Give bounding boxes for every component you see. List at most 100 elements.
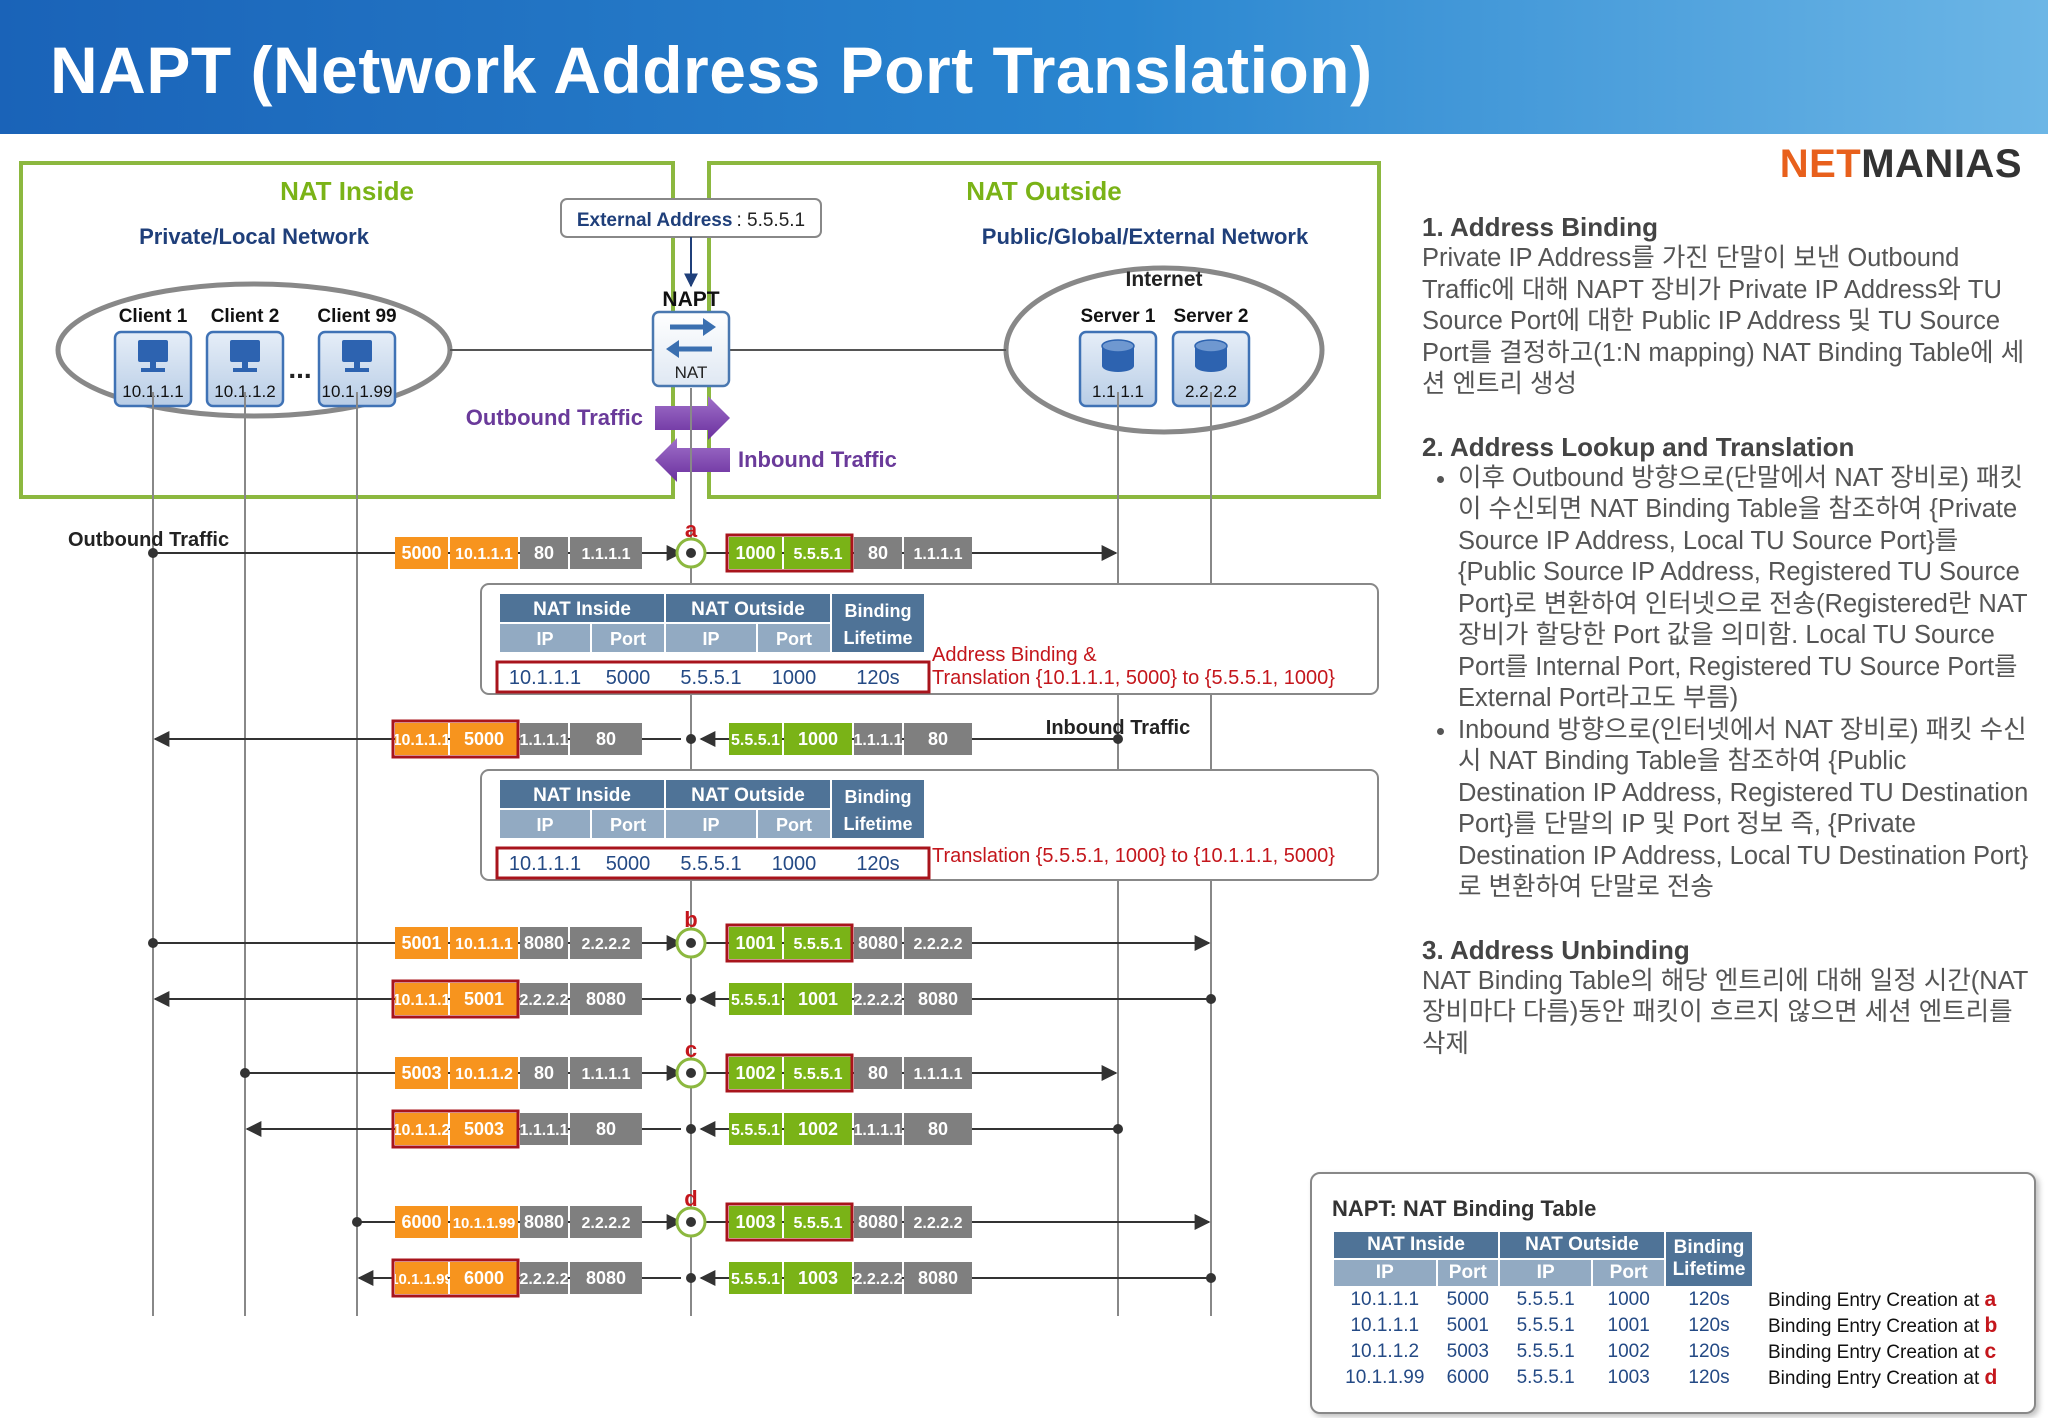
header-field xyxy=(450,537,518,569)
header-field-value: 5001 xyxy=(401,933,441,953)
outbound-arrow-icon xyxy=(655,396,730,440)
header-field xyxy=(395,1206,448,1238)
mini-table-header-text: NAT Inside xyxy=(533,785,631,806)
client-name: Client 1 xyxy=(119,306,188,327)
header-field-value: 10.1.1.1 xyxy=(393,992,451,1009)
header-field xyxy=(784,1206,852,1238)
binding-table-cell: 1002 xyxy=(1607,1341,1650,1362)
translated-field-highlight xyxy=(391,1258,520,1298)
flow-origin-dot xyxy=(1113,1124,1123,1134)
section-2-title: 2. Address Lookup and Translation xyxy=(1422,431,1855,462)
header-field-value: 10.1.1.2 xyxy=(393,1122,451,1139)
header-field-value: 1003 xyxy=(798,1268,838,1288)
header-field xyxy=(395,723,448,755)
translated-field-highlight xyxy=(725,533,854,573)
header-field-value: 5.5.5.1 xyxy=(794,546,843,563)
header-field-value: 80 xyxy=(534,1063,554,1083)
flow-origin-dot xyxy=(148,548,158,558)
header-field xyxy=(570,1262,642,1294)
header-field xyxy=(395,927,448,959)
header-field xyxy=(784,927,852,959)
header-field xyxy=(520,1206,568,1238)
mini-table-subheader xyxy=(592,624,664,652)
header-field-value: 2.2.2.2 xyxy=(582,936,631,953)
binding-table-cell: 5003 xyxy=(1446,1341,1489,1362)
section-3-body: NAT Binding Table의 해당 엔트리에 대해 일정 시간(NAT … xyxy=(1422,966,2028,1058)
header-field-value: 10.1.1.1 xyxy=(455,936,513,953)
mini-table-subheader xyxy=(592,810,664,838)
bt-header-outside-port: Port xyxy=(1593,1260,1664,1286)
header-field xyxy=(570,1113,642,1145)
header-field xyxy=(450,927,518,959)
client-name: Client 99 xyxy=(317,306,396,327)
mini-table-header-text: NAT Inside xyxy=(533,599,631,620)
mini-table-subheader xyxy=(500,810,590,838)
bt-header-binding: Binding xyxy=(1673,1237,1745,1258)
bt-header-inside-port: Port xyxy=(1437,1260,1498,1286)
header-field-value: 5003 xyxy=(401,1063,441,1083)
header-field xyxy=(570,1206,642,1238)
section-3-title: 3. Address Unbinding xyxy=(1422,934,1690,965)
napt-diagram: NAT Inside NAT Outside Private/Local Net… xyxy=(19,161,1381,1316)
binding-table-cell: 10.1.1.1 xyxy=(1350,1289,1420,1310)
binding-entry-marker: a xyxy=(1984,1288,1997,1311)
header-field xyxy=(729,1113,782,1145)
header-field-value: 2.2.2.2 xyxy=(914,936,963,953)
mini-table-header-text: NAT Outside xyxy=(691,599,805,620)
binding-table-cell: 5.5.5.1 xyxy=(1516,1315,1575,1336)
header-field xyxy=(784,1057,852,1089)
mini-table-note: Address Binding & xyxy=(932,644,1097,666)
header-field-value: 10.1.1.1 xyxy=(455,546,513,563)
binding-table-cell: 10.1.1.1 xyxy=(1350,1315,1420,1336)
section-2-bullet-1: 이후 Outbound 방향으로(단말에서 NAT 장비로) 패킷이 수신되면 … xyxy=(1458,463,2030,715)
client-ip: 10.1.1.99 xyxy=(322,382,393,401)
mini-table-subheader-text: IP xyxy=(702,629,719,649)
binding-table-cell: 120s xyxy=(1688,1341,1730,1362)
header-field-value: 8080 xyxy=(524,933,564,953)
flow-origin-dot xyxy=(148,938,158,948)
header-field-value: 1.1.1.1 xyxy=(582,546,631,563)
nat-translation-dot xyxy=(686,994,696,1004)
header-field-value: 8080 xyxy=(586,1268,626,1288)
header-field xyxy=(854,723,902,755)
client-ip: 10.1.1.2 xyxy=(214,382,275,401)
header-field-value: 8080 xyxy=(586,989,626,1009)
header-field-value: 1001 xyxy=(798,989,838,1009)
mini-table-header-text: Lifetime xyxy=(843,628,912,648)
header-field-value: 5.5.5.1 xyxy=(794,1066,843,1083)
mini-table-header xyxy=(500,594,664,622)
nat-translation-dot xyxy=(686,1068,696,1078)
header-field xyxy=(570,927,642,959)
binding-entry-note: Binding Entry Creation at b xyxy=(1768,1314,1998,1337)
header-field-value: 2.2.2.2 xyxy=(854,992,903,1009)
header-field xyxy=(729,1206,782,1238)
mini-table-subheader-text: Port xyxy=(776,629,812,649)
mini-table-subheader-text: Port xyxy=(776,815,812,835)
header-field xyxy=(570,983,642,1015)
header-field xyxy=(904,1206,972,1238)
binding-entry-highlight xyxy=(495,660,931,694)
mini-table-subheader xyxy=(666,624,756,652)
mini-table-cell: 120s xyxy=(856,853,899,875)
mini-table-subheader xyxy=(758,624,830,652)
logo-part-manias: MANIAS xyxy=(1861,142,2022,186)
binding-entry-highlight xyxy=(495,846,931,880)
monitor-stand-icon xyxy=(242,362,248,368)
header-field xyxy=(520,1262,568,1294)
translated-field-highlight xyxy=(391,1109,520,1149)
header-field xyxy=(729,537,782,569)
flow-outbound-label: Outbound Traffic xyxy=(68,529,229,551)
header-field-value: 5000 xyxy=(464,729,504,749)
mini-table-cell: 5.5.5.1 xyxy=(680,853,741,875)
section-2-list: 이후 Outbound 방향으로(단말에서 NAT 장비로) 패킷이 수신되면 … xyxy=(1422,463,2030,904)
header-field xyxy=(854,1057,902,1089)
header-field xyxy=(570,723,642,755)
internet-ellipse xyxy=(1003,265,1325,435)
header-field-value: 5.5.5.1 xyxy=(731,1122,780,1139)
